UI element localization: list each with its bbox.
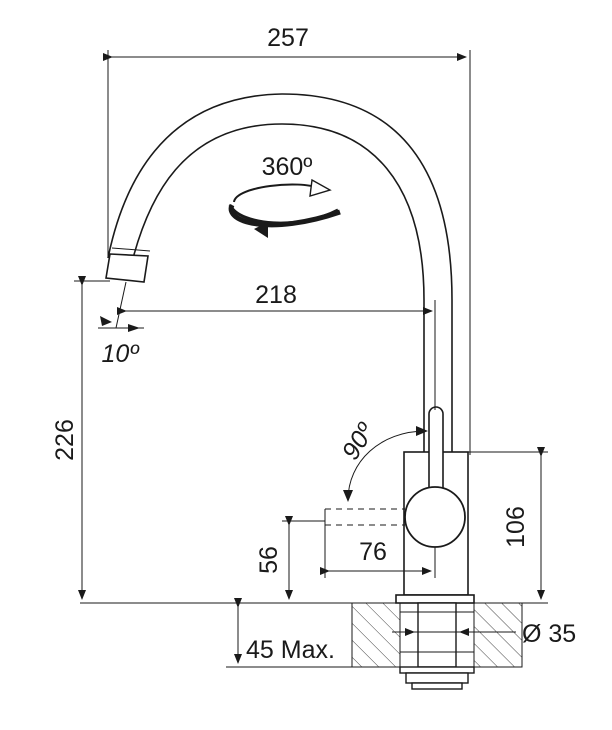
- dimension-lever-height: 56: [255, 516, 325, 600]
- spout-reach-label: 218: [255, 281, 297, 309]
- dimension-lever-reach: 76: [320, 525, 436, 578]
- spout-height-label: 226: [51, 419, 79, 461]
- worktop-section: [80, 602, 548, 668]
- spout-tilt-indicator: 10º: [98, 281, 144, 368]
- dimension-body-height: 106: [468, 447, 548, 600]
- body-height-label: 106: [502, 506, 530, 548]
- worktop-thickness-label: 45 Max.: [246, 636, 335, 664]
- swivel-angle-label: 360º: [262, 153, 313, 181]
- dimension-worktop-thickness: 45 Max.: [226, 598, 352, 668]
- spout-tilt-label: 10º: [102, 340, 141, 368]
- lever-knob: [404, 486, 466, 548]
- spout-nozzle: [105, 247, 151, 283]
- dimension-spout-reach: 218: [117, 281, 436, 410]
- dimension-overall-width: 257: [103, 24, 471, 455]
- lever-angle-label: 90º: [337, 417, 381, 465]
- lever-height-label: 56: [255, 546, 283, 574]
- dimension-hole-diameter: Ø 35: [392, 620, 576, 648]
- base-plate: [395, 594, 475, 604]
- overall-width-label: 257: [267, 24, 309, 52]
- lever-reach-label: 76: [359, 538, 387, 566]
- hole-diameter-label: Ø 35: [522, 620, 576, 648]
- dimension-spout-height: 226: [51, 276, 110, 600]
- lever-open-position: [324, 508, 405, 526]
- swivel-indicator: 360º: [228, 153, 341, 238]
- mounting-shank: [399, 602, 475, 690]
- tap-body: [105, 93, 475, 690]
